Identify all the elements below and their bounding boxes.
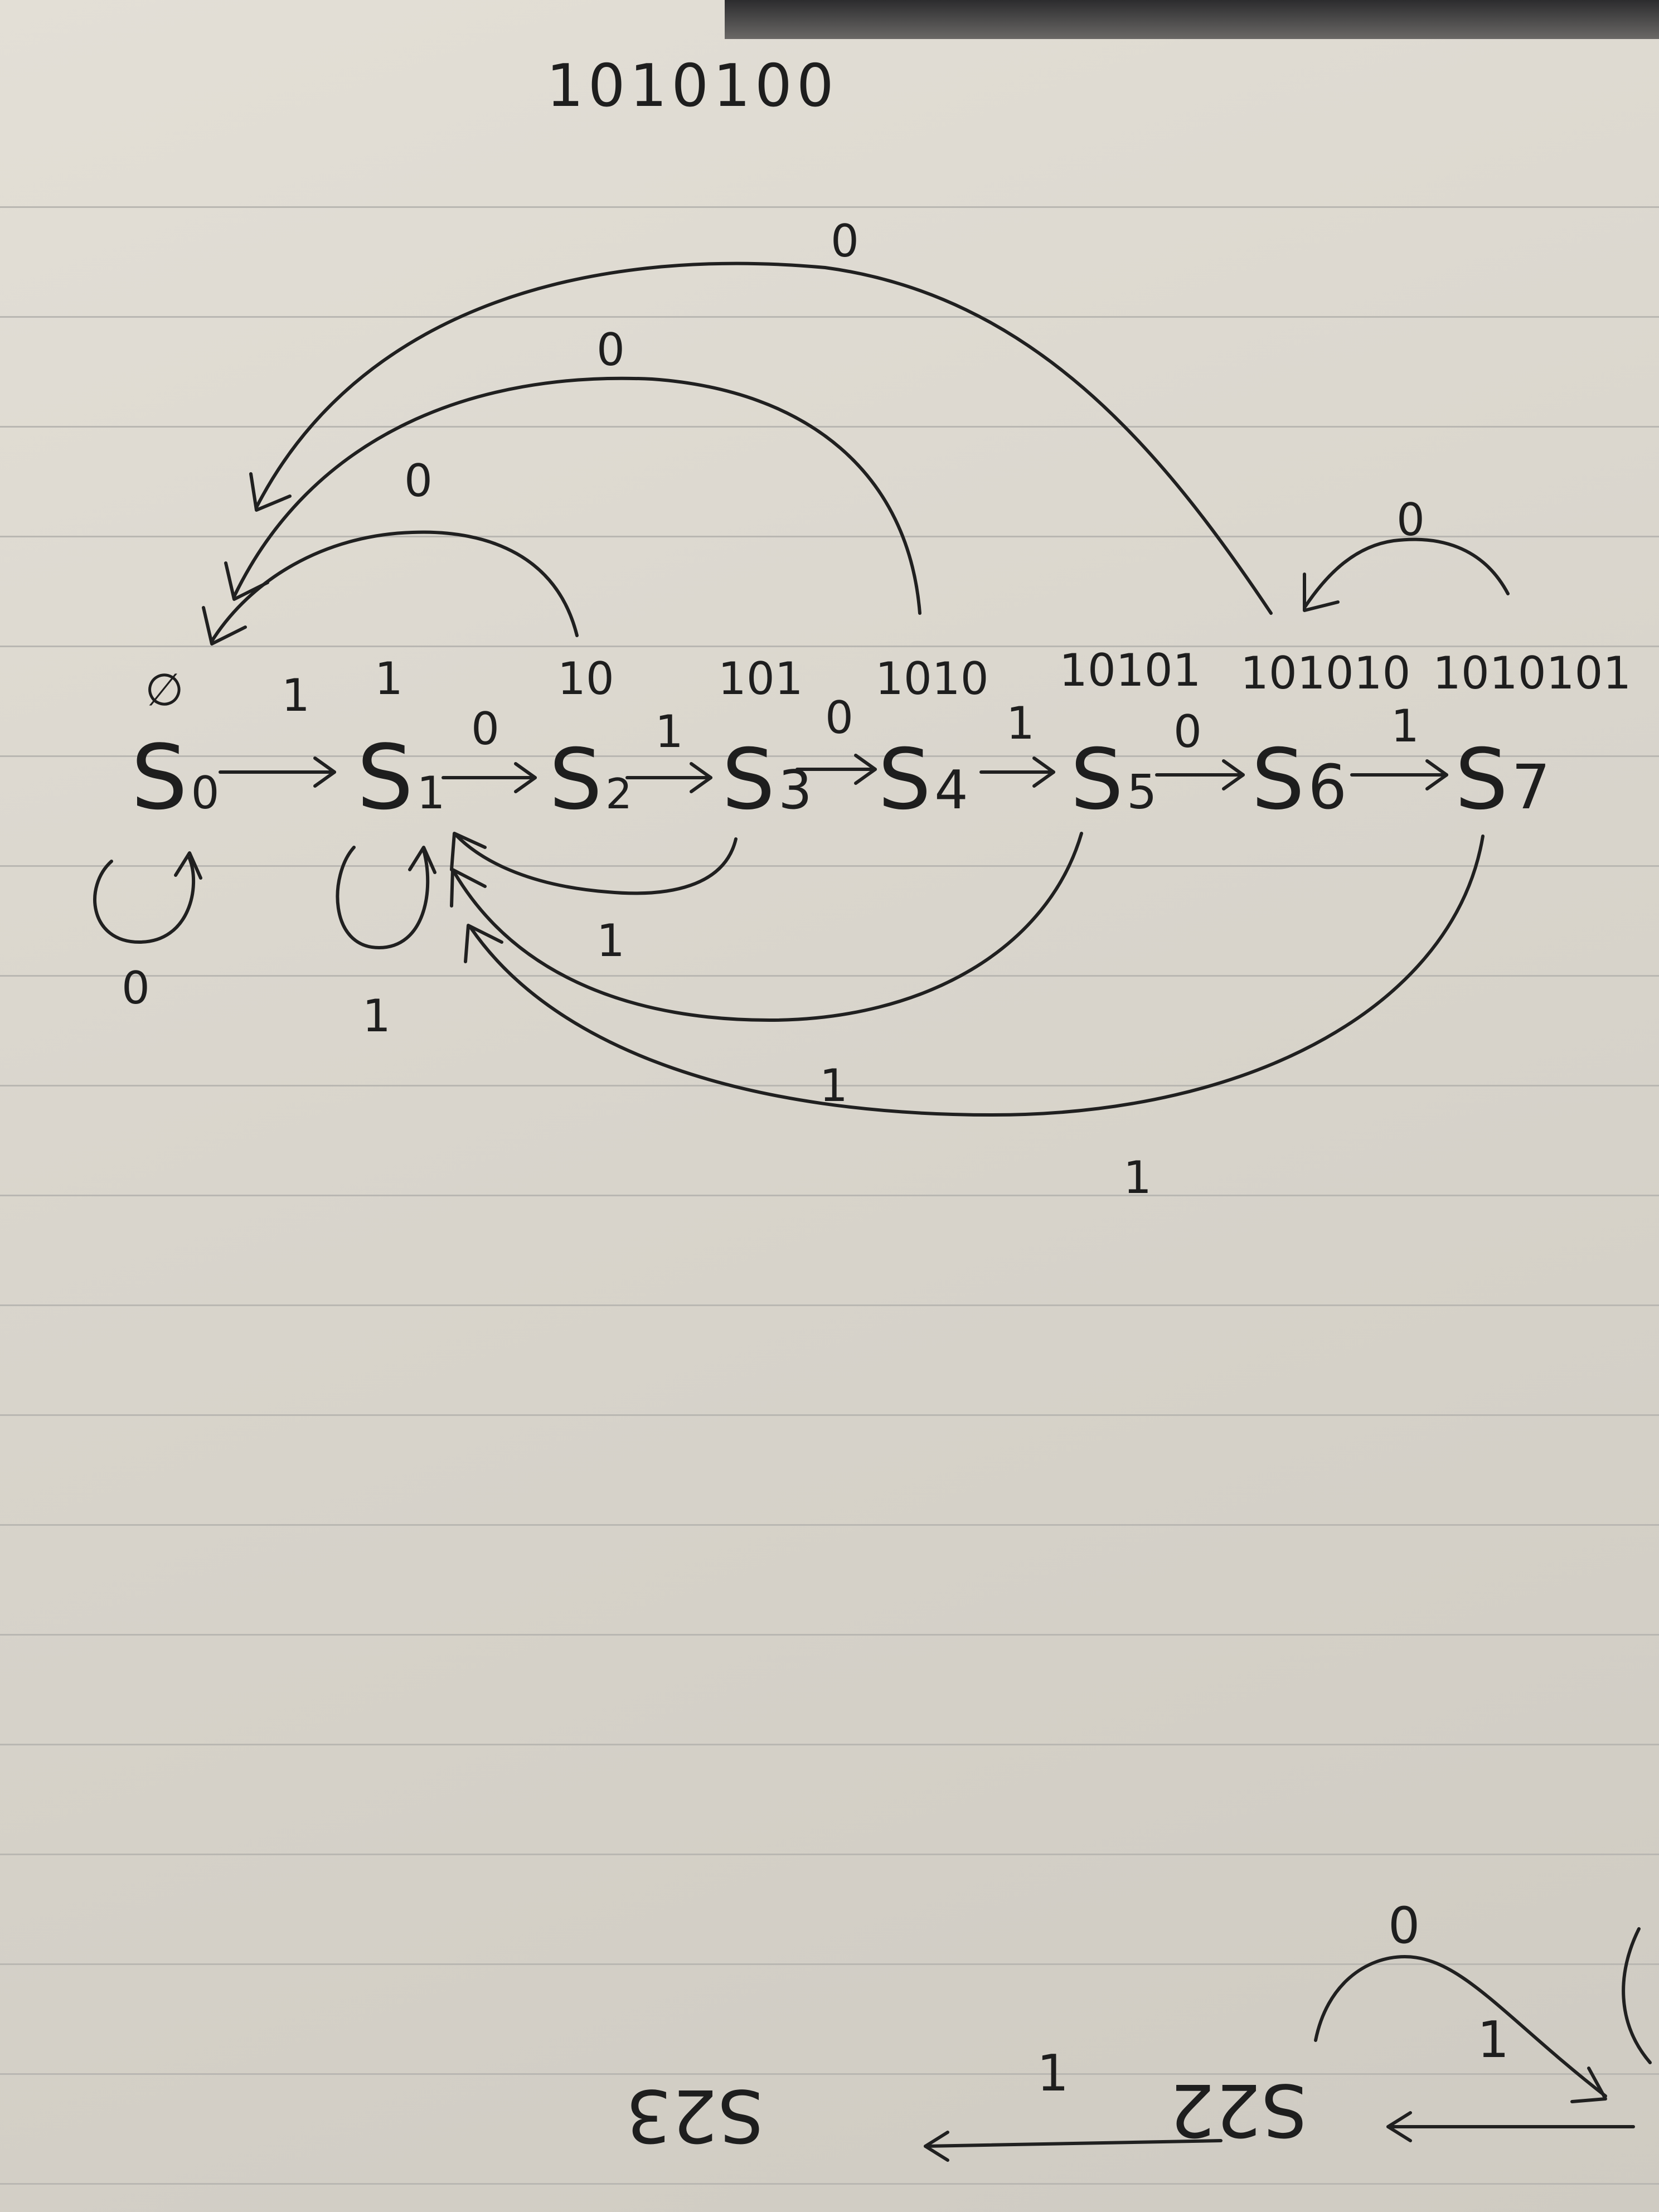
fragment-loop-edge (1314, 1955, 1607, 2098)
loop-arrowhead-s1 (408, 846, 436, 874)
fragment-edge-out-label: 1 (1037, 2044, 1069, 2103)
back-label-s4-s0: 0 (596, 324, 625, 376)
back-edge-s6-s0 (255, 261, 1273, 615)
fragment-state-b: S23 (625, 2073, 764, 2158)
pattern-s7: 1010101 (1433, 647, 1631, 699)
states: S0 S1 S2 S3 S4 S5 S6 S7 (131, 725, 1550, 830)
loop-label-s0: 0 (122, 962, 150, 1014)
state-s5: S5 (1070, 731, 1157, 828)
keyboard-edge (725, 0, 1659, 39)
bottom-fragment: 0 1 S22 1 S23 (625, 1896, 1652, 2162)
rule-line (0, 755, 1659, 757)
state-s1: S1 (357, 725, 445, 830)
fragment-edge-in-label: 1 (1477, 2011, 1509, 2069)
header-sequence: 1010100 (546, 52, 838, 120)
edge-label-s5-s6: 0 (1173, 706, 1202, 758)
back-label-s6-s0: 0 (831, 215, 859, 267)
back-edge-s7-s6 (1303, 537, 1510, 609)
pattern-s1: 1 (375, 653, 403, 705)
rule-line (0, 2073, 1659, 2075)
fragment-loop-arrowhead (1570, 2067, 1607, 2103)
fragment-right-curve (1622, 1927, 1652, 2064)
back-arrowhead-s5-s1 (450, 868, 487, 908)
back-label-s7-s6: 0 (1396, 494, 1425, 546)
loop-s1 (336, 846, 430, 949)
state-s6: S6 (1251, 731, 1347, 828)
fragment-edge-out-arrowhead (924, 2131, 949, 2162)
loop-label-s1: 1 (362, 990, 391, 1042)
back-edge-s7-s1 (469, 835, 1485, 1117)
rule-line (0, 1524, 1659, 1526)
back-edges-bottom: 1 1 (450, 832, 1485, 1117)
arrowhead-s4-s5 (1032, 756, 1055, 788)
rule-line (0, 316, 1659, 318)
state-s0: S0 (131, 725, 219, 830)
back-arrowhead-s3-s1 (450, 832, 487, 871)
back-arrowhead-s7-s1 (464, 924, 503, 963)
rule-line (0, 2183, 1659, 2185)
back-edge-s2-s0 (210, 530, 579, 643)
arrowhead-s1-s2 (514, 762, 537, 793)
state-s7: S7 (1455, 731, 1550, 828)
pattern-s6: 101010 (1240, 647, 1410, 699)
rule-line (0, 536, 1659, 537)
stray-label: 1 (1123, 1152, 1152, 1204)
self-loops: 0 1 (93, 846, 436, 1042)
state-s2: S2 (549, 731, 632, 828)
edge-label-s6-s7: 1 (1391, 700, 1419, 752)
arrowhead-s6-s7 (1425, 759, 1448, 790)
pattern-s0: ∅ (145, 664, 184, 716)
edge-label-s0-s1: 1 (282, 670, 310, 721)
rule-line (0, 1963, 1659, 1965)
arrowhead-s3-s4 (854, 754, 877, 785)
rule-line (0, 1414, 1659, 1416)
pattern-s2: 10 (557, 653, 614, 705)
state-s3: S3 (722, 731, 812, 828)
rule-line (0, 1085, 1659, 1086)
fragment-state-a: S22 (1169, 2068, 1307, 2152)
rule-line (0, 646, 1659, 647)
back-edges-top: 0 0 0 0 (202, 215, 1510, 646)
fragment-loop-label: 0 (1388, 1896, 1420, 1955)
rule-line (0, 1195, 1659, 1196)
forward-edges: 1 0 1 0 1 0 1 (219, 670, 1448, 793)
rule-line (0, 1854, 1659, 1855)
back-edge-s3-s1 (455, 835, 738, 895)
rule-line (0, 426, 1659, 428)
rule-line (0, 1304, 1659, 1306)
back-edge-s5-s1 (453, 832, 1083, 1022)
rule-line (0, 865, 1659, 867)
rule-line (0, 206, 1659, 208)
edge-label-s1-s2: 0 (471, 703, 499, 755)
fragment-edge-out (924, 2139, 1223, 2148)
pattern-s5: 10101 (1059, 644, 1201, 696)
arrowhead-s5-s6 (1222, 759, 1245, 790)
back-arrowhead-s7-s6 (1303, 573, 1340, 612)
back-label-s2-s0: 0 (404, 455, 433, 507)
state-patterns: ∅ 1 10 101 1010 10101 101010 1010101 (145, 644, 1631, 716)
rule-line (0, 1634, 1659, 1636)
loop-s0 (93, 857, 196, 944)
back-label-s3-s1: 1 (596, 915, 625, 967)
back-edge-s4-s0 (232, 376, 921, 615)
arrowhead-s0-s1 (313, 756, 336, 788)
loop-arrowhead-s0 (174, 851, 202, 880)
state-s4: S4 (878, 731, 968, 828)
pattern-s4: 1010 (875, 653, 989, 705)
fragment-edge-in-arrowhead (1386, 2111, 1412, 2142)
edge-label-s2-s3: 1 (655, 706, 683, 758)
edge-label-s3-s4: 0 (825, 692, 853, 744)
pattern-s3: 101 (718, 653, 803, 705)
edge-label-s4-s5: 1 (1006, 697, 1035, 749)
rule-line (0, 1744, 1659, 1745)
back-arrowhead-s6-s0 (249, 472, 292, 512)
arrowhead-s2-s3 (690, 762, 712, 793)
back-arrowhead-s2-s0 (202, 606, 247, 646)
rule-line (0, 975, 1659, 977)
back-arrowhead-s4-s0 (224, 561, 269, 601)
